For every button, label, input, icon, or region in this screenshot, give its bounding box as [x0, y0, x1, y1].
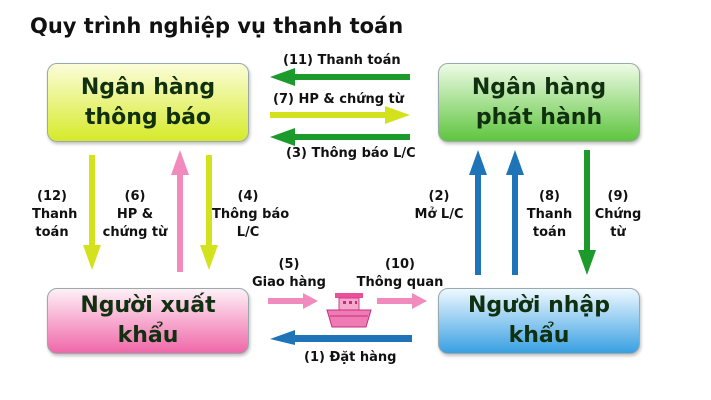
- advising-bank-box: Ngân hàng thông báo: [47, 63, 249, 142]
- arrow-9-documents: [578, 150, 596, 275]
- arrow-12-payment: [83, 155, 101, 270]
- step-7-label: (7) HP & chứng từ: [273, 92, 405, 107]
- arrow-2-open-lc: [469, 150, 487, 275]
- box-label: phát hành: [475, 104, 603, 130]
- arrow-7-documents: [270, 106, 410, 124]
- importer-box: Người nhập khẩu: [438, 288, 640, 354]
- box-label: Ngân hàng: [80, 74, 216, 100]
- step-1-label: (1) Đặt hàng: [304, 350, 397, 365]
- arrow-8-payment: [506, 150, 524, 275]
- step-11-label: (11) Thanh toán: [283, 53, 401, 68]
- arrow-11-payment: [270, 68, 410, 86]
- box-label: Người nhập khẩu: [467, 293, 611, 348]
- box-label: Ngân hàng: [471, 74, 607, 100]
- arrow-10-customs: [377, 293, 427, 309]
- issuing-bank-box: Ngân hàng phát hành: [438, 63, 640, 142]
- arrow-4-lc-notice: [200, 155, 218, 270]
- step-2-label: (2)Mở L/C: [414, 189, 464, 222]
- diagram-title: Quy trình nghiệp vụ thanh toán: [30, 14, 404, 38]
- box-label: thông báo: [84, 104, 212, 130]
- step-3-label: (3) Thông báo L/C: [286, 146, 416, 161]
- box-label: Người xuất khẩu: [80, 293, 216, 348]
- step-6-label: (6)HP &chứng từ: [102, 189, 168, 240]
- ship-icon: [326, 293, 372, 328]
- arrow-1-order: [270, 330, 412, 345]
- arrow-3-lc-notice: [270, 128, 410, 146]
- step-5-label: (5)Giao hàng: [252, 257, 326, 290]
- exporter-box: Người xuất khẩu: [47, 288, 249, 354]
- step-10-label: (10)Thông quan: [356, 257, 444, 290]
- arrow-6-documents: [171, 150, 189, 272]
- arrow-5-delivery: [268, 293, 318, 309]
